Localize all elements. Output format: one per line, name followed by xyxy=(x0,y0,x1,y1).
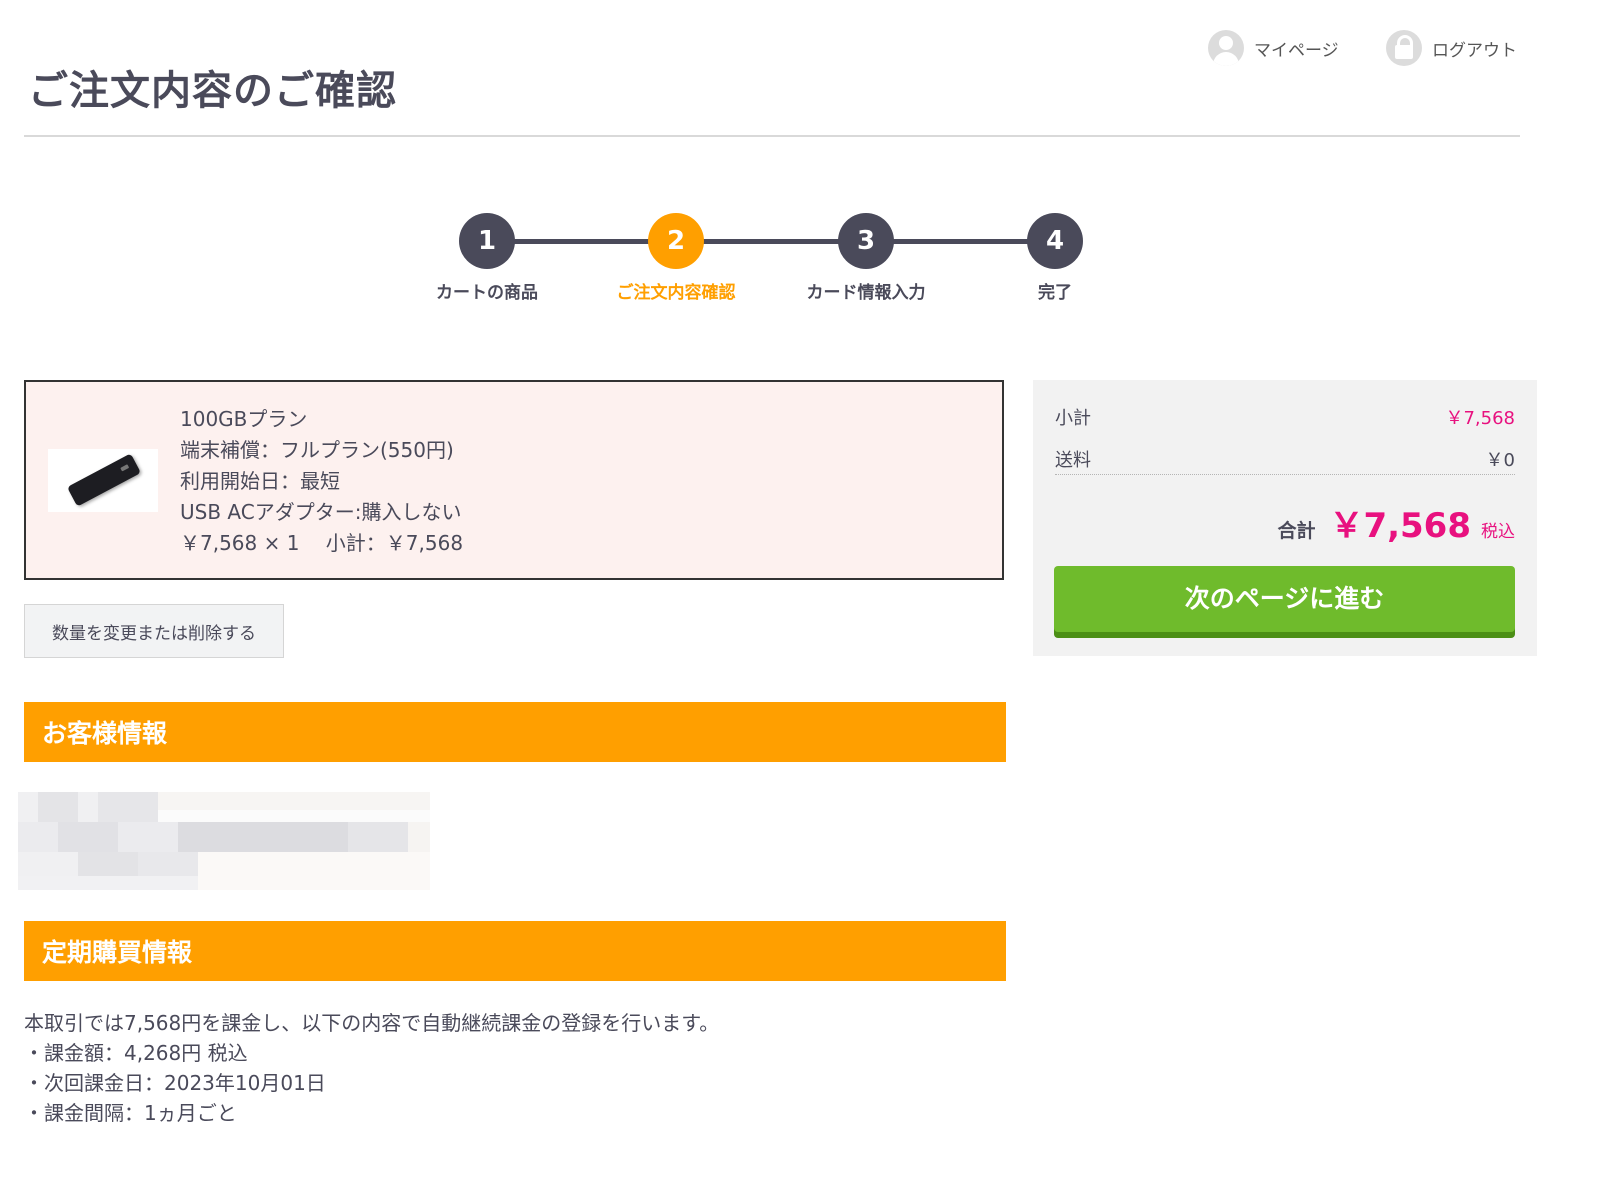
total-value: ￥7,568 xyxy=(1329,506,1471,546)
step-4-label: 完了 xyxy=(1038,283,1072,303)
step-3-label: カード情報入力 xyxy=(806,283,926,303)
subscription-next-date: ・次回課金日：2023年10月01日 xyxy=(24,1071,326,1095)
subtotal-row: 小計 ￥7,568 xyxy=(1055,404,1515,430)
product-adapter: USB ACアダプター:購入しない xyxy=(180,500,462,524)
step-1-circle: 1 xyxy=(459,213,515,269)
lock-icon xyxy=(1386,30,1422,66)
page-title: ご注文内容のご確認 xyxy=(28,68,397,114)
product-image xyxy=(48,449,158,512)
subscription-amount: ・課金額：4,268円 税込 xyxy=(24,1041,248,1065)
product-price-line: ￥7,568 × 1 小計：￥7,568 xyxy=(180,531,464,555)
logout-link[interactable]: ログアウト xyxy=(1386,30,1517,66)
product-details: 100GBプラン 端末補償：フルプラン(550円) 利用開始日：最短 USB A… xyxy=(180,404,463,559)
subtotal-value: ￥7,568 xyxy=(1445,408,1515,429)
subtotal-label: 小計 xyxy=(1055,408,1091,429)
step-1-label: カートの商品 xyxy=(436,283,538,303)
step-4-circle: 4 xyxy=(1027,213,1083,269)
shipping-value: ￥0 xyxy=(1485,450,1515,471)
pocket-wifi-device xyxy=(67,453,141,507)
shipping-row: 送料 ￥0 xyxy=(1055,446,1515,472)
tax-included-note: 税込 xyxy=(1481,522,1515,542)
total-row: 合計 ￥7,568 税込 xyxy=(1277,498,1515,547)
mypage-label: マイページ xyxy=(1254,40,1339,61)
subscription-intro: 本取引では7,568円を課金し、以下の内容で自動継続課金の登録を行います。 xyxy=(24,1011,720,1035)
summary-divider xyxy=(1055,474,1515,475)
mypage-link[interactable]: マイページ xyxy=(1208,30,1339,66)
cart-item: 100GBプラン 端末補償：フルプラン(550円) 利用開始日：最短 USB A… xyxy=(24,380,1004,580)
redacted-customer-info xyxy=(18,792,430,890)
subscription-interval: ・課金間隔：1ヵ月ごと xyxy=(24,1101,237,1125)
user-icon xyxy=(1208,30,1244,66)
step-2-circle: 2 xyxy=(648,213,704,269)
customer-info-header: お客様情報 xyxy=(24,702,1006,762)
logout-label: ログアウト xyxy=(1432,40,1517,61)
product-insurance: 端末補償：フルプラン(550円) xyxy=(180,438,454,462)
header-divider xyxy=(24,135,1520,137)
total-label: 合計 xyxy=(1277,520,1316,542)
shipping-label: 送料 xyxy=(1055,450,1091,471)
stepper-track xyxy=(488,239,1056,244)
step-3-circle: 3 xyxy=(838,213,894,269)
subscription-info-header: 定期購買情報 xyxy=(24,921,1006,981)
product-start-date: 利用開始日：最短 xyxy=(180,469,340,493)
subscription-details: 本取引では7,568円を課金し、以下の内容で自動継続課金の登録を行います。 ・課… xyxy=(24,1008,719,1128)
change-quantity-button[interactable]: 数量を変更または削除する xyxy=(24,604,284,658)
next-page-button[interactable]: 次のページに進む xyxy=(1054,566,1515,632)
step-2-label: ご注文内容確認 xyxy=(616,283,736,303)
product-plan: 100GBプラン xyxy=(180,407,308,431)
order-summary: 小計 ￥7,568 送料 ￥0 合計 ￥7,568 税込 次のページに進む xyxy=(1033,380,1537,656)
